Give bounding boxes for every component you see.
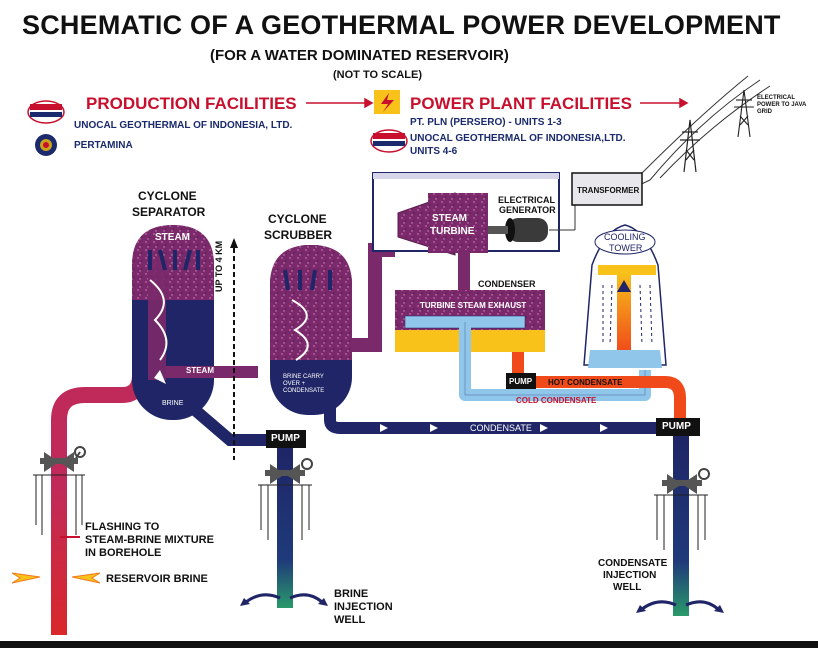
brine-injection-label-3: WELL xyxy=(334,614,366,626)
transmission-tower-2 xyxy=(734,89,754,138)
pump-center-label: PUMP xyxy=(271,433,300,444)
condensate-line xyxy=(324,405,680,434)
pump-small-label: PUMP xyxy=(509,377,533,386)
unocal-left-label: UNOCAL GEOTHERMAL OF INDONESIA, LTD. xyxy=(74,120,293,131)
condenser-label: CONDENSER xyxy=(478,279,536,289)
brine-carry-over-label: BRINE CARRY OVER + CONDENSATE xyxy=(283,374,325,394)
cyclone-scrubber-label-1: CYCLONE xyxy=(268,212,327,226)
cyclone-separator-label-1: CYCLONE xyxy=(138,189,197,203)
unocal-logo-left xyxy=(27,100,65,124)
cyclone-separator-vessel xyxy=(132,225,283,446)
production-facilities-heading: PRODUCTION FACILITIES xyxy=(86,94,297,113)
pertamina-logo xyxy=(35,134,57,156)
bottom-border xyxy=(0,641,818,648)
steam-pipe-label: STEAM xyxy=(186,366,214,375)
steam-top-label: STEAM xyxy=(155,232,190,243)
flashing-label-2: STEAM-BRINE MIXTURE xyxy=(85,534,214,546)
transformer-label: TRANSFORMER xyxy=(577,186,640,195)
pump-right-label: PUMP xyxy=(662,421,691,432)
condensate-line-label: CONDENSATE xyxy=(470,423,532,433)
brine-label: BRINE xyxy=(162,400,184,407)
electrical-generator-label-1: ELECTRICAL xyxy=(498,195,555,205)
steam-turbine-label-2: TURBINE xyxy=(430,226,475,237)
pln-logo xyxy=(374,90,400,114)
scale-note: (NOT TO SCALE) xyxy=(333,69,423,81)
condensate-injection-well xyxy=(636,418,724,616)
transformer-box xyxy=(571,172,643,206)
unocal-right-label: UNOCAL GEOTHERMAL OF INDONESIA,LTD. xyxy=(410,133,626,144)
reservoir-brine-label: RESERVOIR BRINE xyxy=(106,573,208,585)
flashing-label-3: IN BOREHOLE xyxy=(85,547,162,559)
unocal-logo-right xyxy=(370,129,408,153)
brine-injection-well xyxy=(240,430,328,608)
unocal-right-units: UNITS 4-6 xyxy=(410,146,458,157)
condensate-injection-label-2: INJECTION xyxy=(603,570,657,581)
page-title: SCHEMATIC OF A GEOTHERMAL POWER DEVELOPM… xyxy=(22,10,781,40)
power-plant-facilities-heading: POWER PLANT FACILITIES xyxy=(410,94,632,113)
distance-marker xyxy=(230,238,238,460)
pln-label: PT. PLN (PERSERO) - UNITS 1-3 xyxy=(410,117,562,128)
up-to-4km-label: UP TO 4 KM xyxy=(214,240,224,292)
pertamina-label: PERTAMINA xyxy=(74,140,133,151)
page-subtitle: (FOR A WATER DOMINATED RESERVOIR) xyxy=(210,47,509,64)
turbine-housing xyxy=(372,172,576,256)
cooling-tower-label-2: TOWER xyxy=(609,243,643,253)
cold-condensate-label: COLD CONDENSATE xyxy=(516,396,597,405)
condensate-injection-label-1: CONDENSATE xyxy=(598,558,668,569)
cyclone-scrubber-label-2: SCRUBBER xyxy=(264,228,333,242)
legend-arrows xyxy=(306,97,689,109)
steam-turbine-label-1: STEAM xyxy=(432,213,467,224)
cyclone-separator-label-2: SEPARATOR xyxy=(132,205,206,219)
cooling-tower-label-1: COOLING xyxy=(604,232,646,242)
electrical-power-label: ELECTRICAL POWER TO JAVA GRID xyxy=(757,95,807,115)
transmission-tower-1 xyxy=(680,119,700,173)
brine-injection-label-1: BRINE xyxy=(334,588,369,600)
flashing-label-1: FLASHING TO xyxy=(85,521,160,533)
hot-condensate-label: HOT CONDENSATE xyxy=(548,378,623,387)
condensate-injection-label-3: WELL xyxy=(613,582,642,593)
brine-injection-label-2: INJECTION xyxy=(334,601,393,613)
electrical-generator-label-2: GENERATOR xyxy=(499,205,556,215)
turbine-steam-exhaust-label: TURBINE STEAM EXHAUST xyxy=(420,301,527,310)
cooling-tower xyxy=(583,224,667,368)
